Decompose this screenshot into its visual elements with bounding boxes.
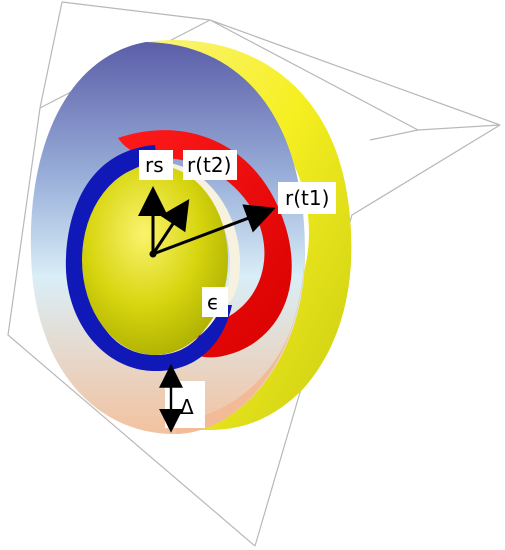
red-band	[118, 130, 292, 358]
label-r-t1: r(t1)	[285, 186, 329, 210]
arrow-r-t2	[151, 198, 190, 255]
inner-core-sphere	[82, 165, 228, 355]
label-r-t2-box	[183, 150, 237, 180]
label-epsilon-box	[202, 287, 228, 317]
outer-shell-cut-face	[176, 255, 305, 434]
label-rs: rs	[145, 153, 164, 177]
box-edge-left	[7, 1, 256, 547]
origin-point	[149, 250, 157, 258]
label-rs-group: rs	[139, 150, 173, 180]
box-edge-right	[254, 124, 501, 547]
label-rs-box	[139, 150, 173, 180]
label-r-t1-group: r(t1)	[278, 182, 336, 214]
label-r-t2-group: r(t2)	[183, 150, 237, 180]
outer-shell-back	[146, 39, 352, 431]
delta-indicator: Δ	[159, 363, 205, 433]
label-r-t1-box	[278, 182, 336, 214]
label-r-t2: r(t2)	[187, 153, 231, 177]
label-delta: Δ	[180, 395, 194, 419]
box-edge-inner	[369, 129, 419, 141]
radius-arrows	[138, 186, 276, 256]
label-epsilon: ϵ	[207, 290, 219, 314]
arrow-r-t1	[152, 204, 276, 256]
label-epsilon-group: ϵ	[202, 287, 228, 317]
